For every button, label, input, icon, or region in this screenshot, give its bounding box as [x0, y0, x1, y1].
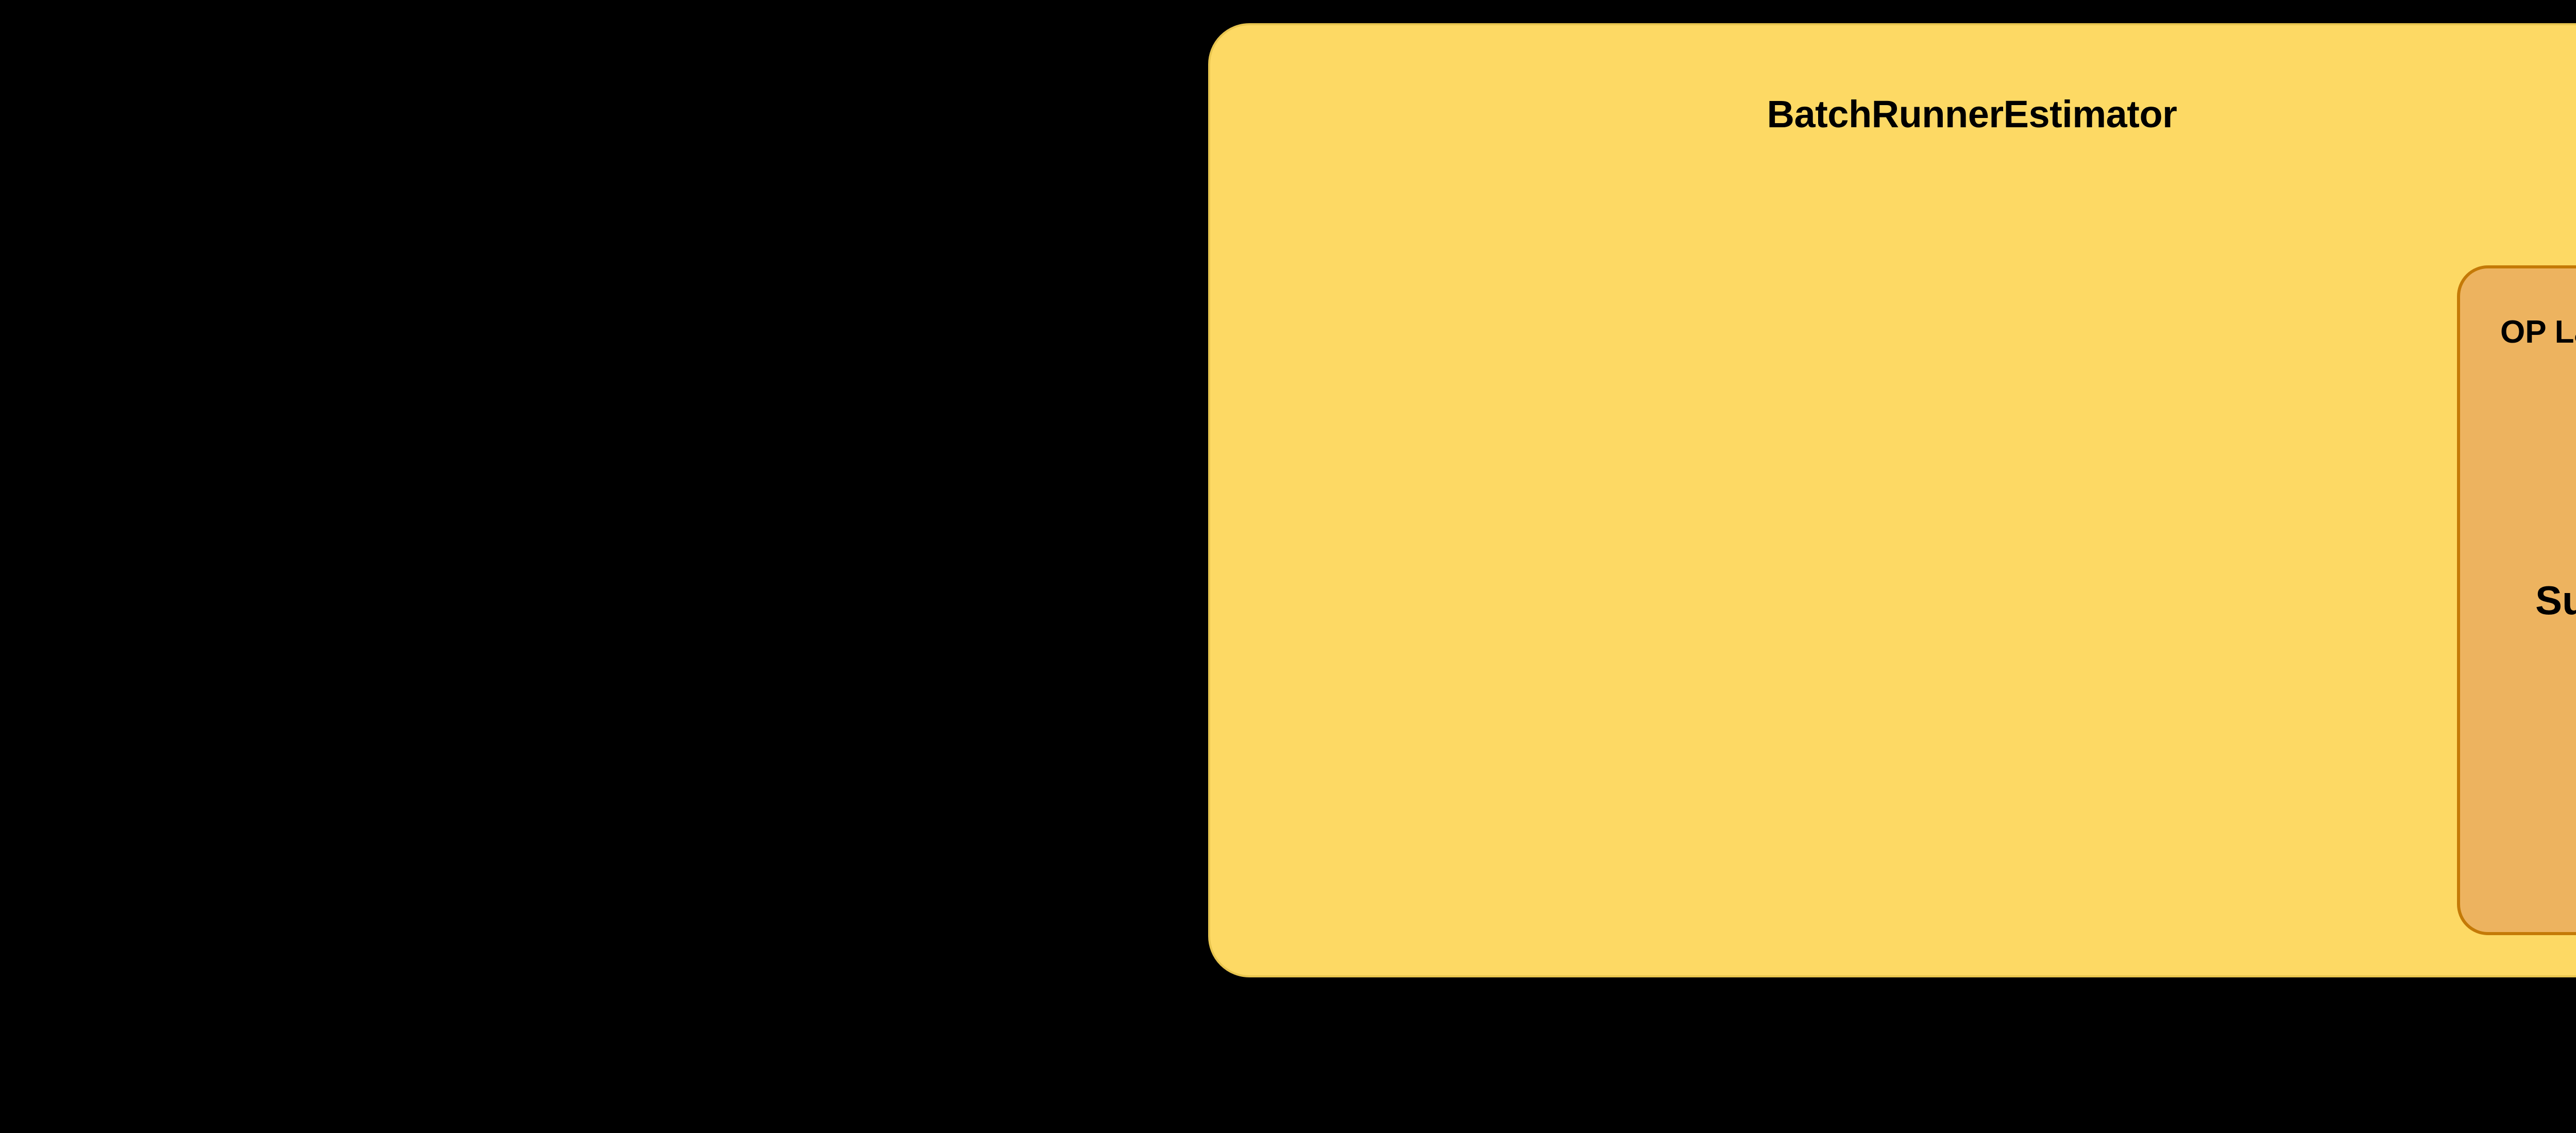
op-latency-formula-row: Sum( Roofline Model Interpolate / AI mod… [2460, 268, 2576, 932]
batch-runner-estimator-panel: BatchRunnerEstimator OP Latency Sum( Roo… [1208, 23, 2576, 977]
sum-open-paren: Sum( [2535, 578, 2576, 623]
op-latency-label: OP Latency [2500, 314, 2576, 350]
page-title: BatchRunnerEstimator [1767, 93, 2177, 136]
op-latency-panel: OP Latency Sum( Roofline Model Interpola… [2457, 265, 2576, 935]
